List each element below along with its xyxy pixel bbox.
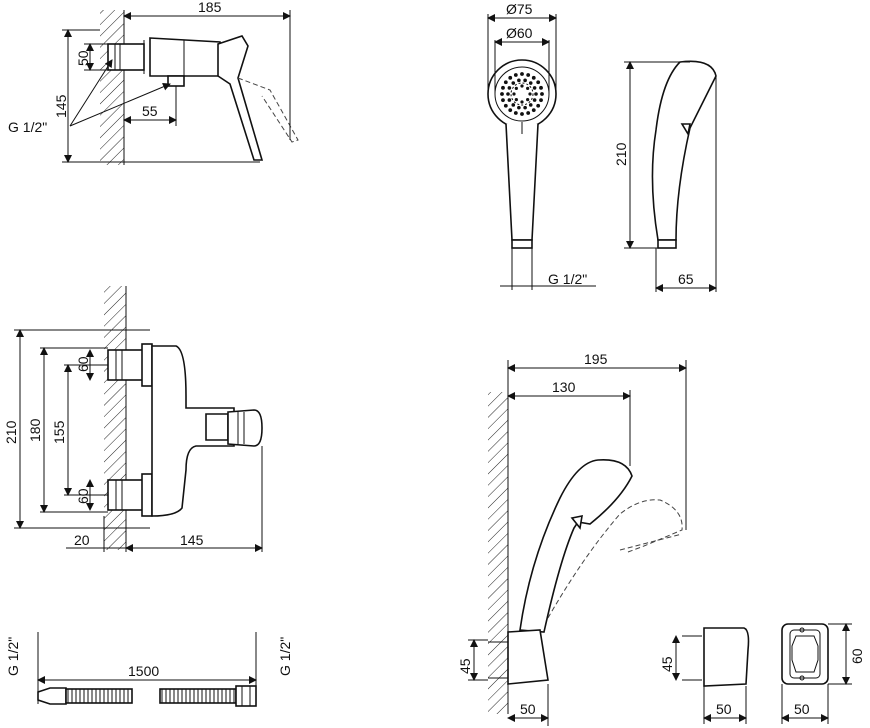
cartridge [205,413,229,441]
inlet-connector [107,43,145,71]
holder-assembly: 195 130 45 50 [457,351,687,726]
hose-ribs-right [161,689,235,703]
outlet-connector [167,75,185,87]
wall-holder [488,392,508,714]
dim-inlet-50: 50 [75,50,91,66]
shower-handle [505,123,539,241]
nut-upper [141,343,153,387]
dim-side-45: 45 [659,656,675,672]
wall-section [100,10,124,165]
mixer-front-view: 210 180 155 60 60 20 145 [3,286,263,552]
dim-wall-20: 20 [74,532,90,548]
dim-inlet-60-top: 60 [75,356,91,372]
nozzle-pattern [500,72,544,116]
dim-front-50: 50 [794,701,810,717]
dim-projection-145: 145 [180,532,204,548]
lever-alt-position [237,77,299,143]
lever-handle [217,35,264,161]
hand-shower-front: Ø75 Ø60 G 1/2" [487,1,596,290]
hose-right-nut [235,685,257,707]
dim-diameter-60: Ø60 [506,25,533,41]
hose-thread-left: G 1/2" [5,637,21,676]
hose-left-cone [37,687,67,705]
hand-shower-side: 210 65 [613,60,717,292]
dim-diameter-75: Ø75 [506,1,533,17]
dim-side-50: 50 [716,701,732,717]
dim-center-155: 155 [51,420,67,444]
nut-lower [141,473,153,517]
handle-knob [227,409,263,447]
dim-height-180: 180 [27,418,43,442]
dim-depth-65: 65 [678,271,694,287]
thread-label: G 1/2" [8,119,47,135]
shower-thread-label: G 1/2" [548,271,587,287]
dim-height-145: 145 [53,94,69,118]
shower-side-thread [657,239,677,249]
dim-hose-1500: 1500 [128,663,159,679]
mixer-front-body [151,345,235,517]
mixer-body [149,37,225,77]
shower-thread [511,239,533,249]
dim-width-185: 185 [198,0,222,15]
dim-base-45: 45 [457,658,473,674]
holder-base [507,629,549,685]
dim-reach-195: 195 [584,351,608,367]
mixer-top-view: 185 50 145 55 G 1/2" [8,0,299,165]
hose-ribs-left [67,689,129,703]
hose-thread-right: G 1/2" [277,637,293,676]
holder-detail: 45 50 60 50 [659,623,865,724]
shower-side-button [680,123,691,137]
dim-outlet-55: 55 [142,103,158,119]
holder-front [781,623,829,685]
dim-length-210: 210 [613,142,629,166]
dim-front-60: 60 [849,648,865,664]
shower-head-outer [487,59,557,129]
shower-in-holder [519,459,633,633]
shower-side-body [651,60,717,241]
holder-side [703,627,750,687]
dim-height-210: 210 [3,420,19,444]
shower-alt-position [539,499,683,633]
dim-inner-130: 130 [552,379,576,395]
dim-inlet-60-bottom: 60 [75,488,91,504]
dim-base-50: 50 [520,701,536,717]
hose-view: 1500 G 1/2" G 1/2" [5,632,293,707]
